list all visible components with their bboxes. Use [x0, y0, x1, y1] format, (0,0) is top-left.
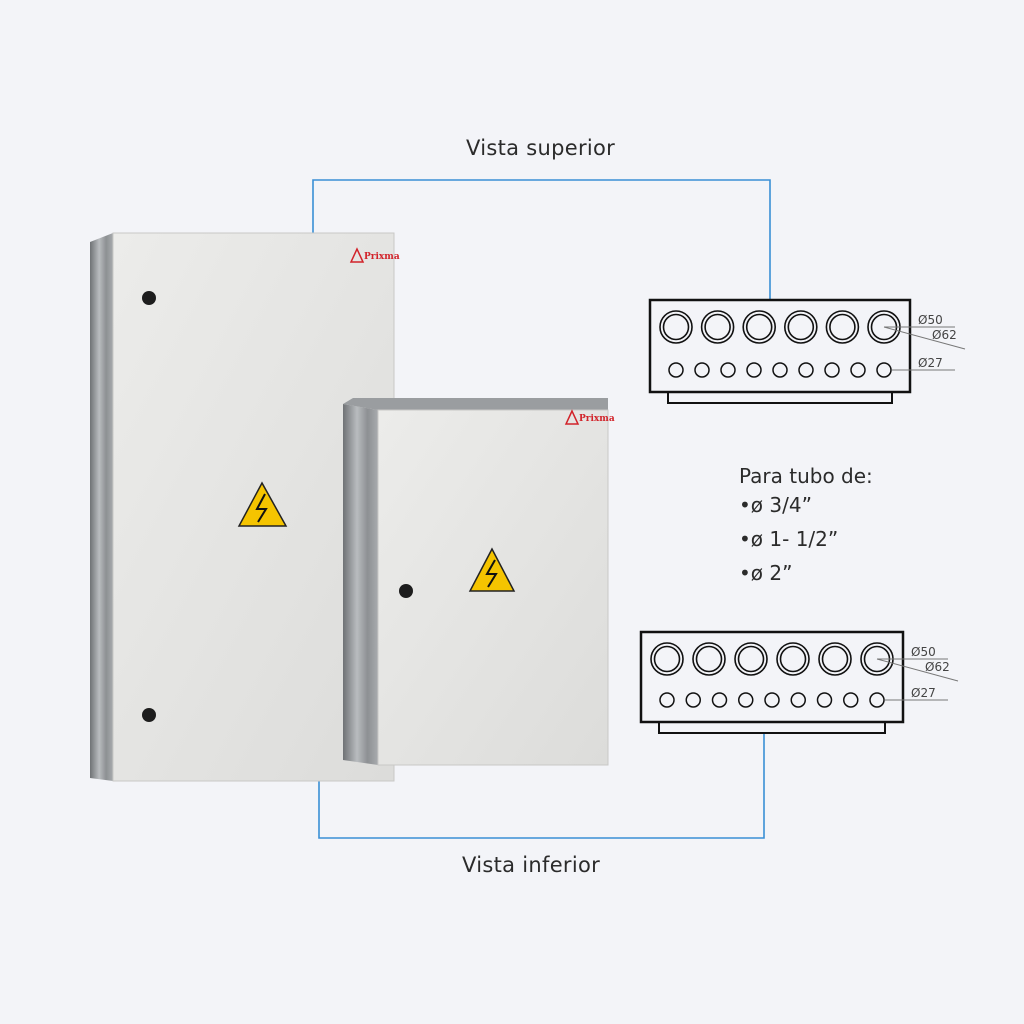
large-knockout-inner — [695, 645, 723, 673]
dimension-label-27: Ø27 — [911, 686, 936, 700]
large-knockout — [700, 310, 735, 344]
spec-item: •ø 3/4” — [739, 493, 812, 517]
small-knockout — [850, 362, 866, 378]
svg-text:Prixma: Prixma — [364, 252, 400, 262]
svg-text:Prixma: Prixma — [579, 414, 615, 424]
small-knockout — [738, 692, 754, 708]
large-knockout — [734, 642, 768, 676]
large-knockout-inner — [653, 645, 681, 673]
large-knockout-inner — [787, 313, 815, 341]
large-knockout-inner — [745, 313, 773, 341]
base-flange — [658, 721, 886, 734]
spec-item: •ø 1- 1/2” — [739, 527, 839, 551]
small-knockout — [659, 692, 675, 708]
bottom-view-label: Vista inferior — [462, 853, 601, 877]
large-knockout-inner — [829, 313, 856, 341]
small-knockout — [764, 692, 780, 708]
small-knockout — [694, 362, 710, 378]
enclosure-outline — [639, 630, 905, 724]
small-knockout — [685, 692, 701, 708]
top-view-connector — [312, 179, 771, 300]
large-knockout-inner — [704, 313, 731, 341]
large-knockout-inner — [779, 645, 807, 673]
dimension-label-62: Ø62 — [932, 328, 957, 342]
large-knockout — [692, 642, 726, 676]
small-knockout — [876, 362, 892, 378]
large-knockout — [742, 310, 777, 344]
lock-icon — [399, 584, 413, 598]
small-knockout — [746, 362, 762, 378]
bottom-view-connector — [318, 734, 765, 839]
dimension-label-62: Ø62 — [925, 660, 950, 674]
small-knockout — [843, 692, 859, 708]
large-knockout — [783, 310, 818, 344]
large-knockout — [825, 310, 860, 344]
large-knockout-inner — [662, 313, 690, 341]
lock-icon — [142, 291, 156, 305]
specs-heading: Para tubo de: — [739, 464, 873, 488]
large-knockout-inner — [737, 645, 765, 673]
small-knockout — [816, 692, 833, 708]
warning-icon — [237, 481, 288, 527]
large-knockout — [650, 642, 684, 676]
small-knockout — [869, 692, 885, 708]
lock-icon — [142, 708, 156, 722]
small-knockout — [711, 692, 728, 708]
dimension-line — [876, 658, 959, 682]
small-knockout — [798, 362, 814, 378]
spec-item: •ø 2” — [739, 561, 793, 585]
small-knockout — [772, 362, 788, 378]
enclosure-outline — [648, 298, 912, 394]
top-view-label: Vista superior — [466, 136, 616, 160]
dimension-label-50: Ø50 — [911, 645, 936, 659]
warning-icon — [468, 547, 516, 592]
large-knockout — [659, 310, 693, 344]
brand-logo: Prixma — [349, 247, 400, 263]
small-knockout — [668, 362, 684, 378]
large-knockout — [818, 642, 852, 676]
small-cabinet: Prixma — [343, 398, 615, 766]
large-knockout-inner — [821, 645, 849, 673]
base-flange — [667, 391, 893, 404]
small-knockout — [790, 692, 806, 708]
dimension-line — [883, 326, 966, 350]
brand-logo: Prixma — [564, 409, 615, 425]
tube-specs: Para tubo de: •ø 3/4” •ø 1- 1/2” •ø 2” — [739, 466, 873, 583]
dimension-label-27: Ø27 — [918, 356, 943, 370]
large-knockout — [776, 642, 810, 676]
small-knockout — [720, 362, 736, 378]
dimension-label-50: Ø50 — [918, 313, 943, 327]
small-knockout — [824, 362, 840, 378]
